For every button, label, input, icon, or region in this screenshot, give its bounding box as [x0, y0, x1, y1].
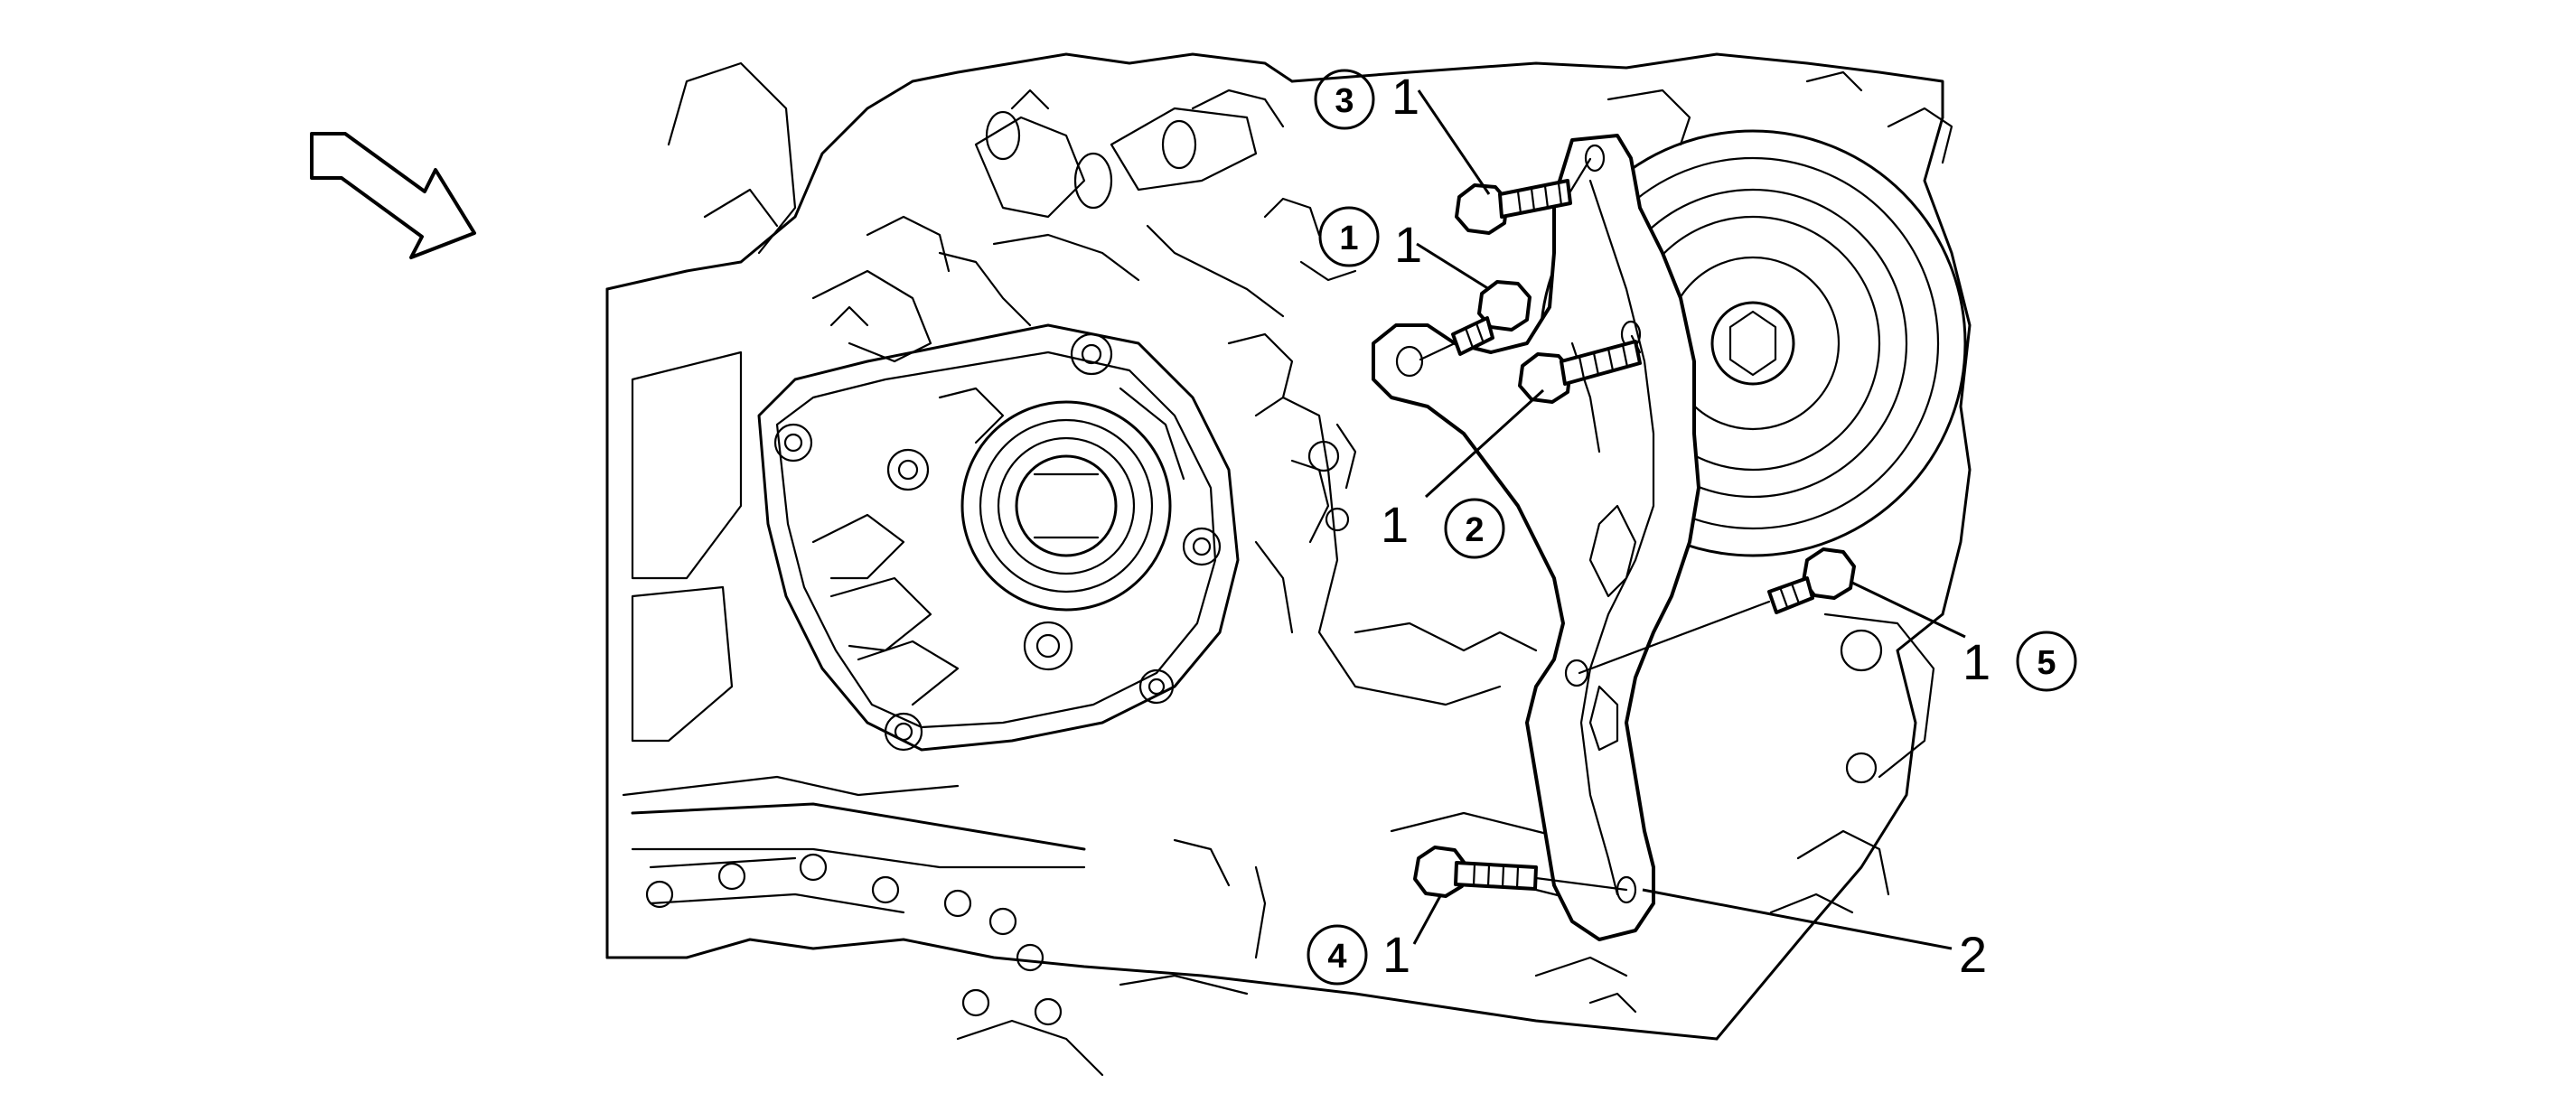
- callout-seq-4-text: 4: [1327, 938, 1346, 976]
- callout-seq-5: 5: [2016, 631, 2077, 692]
- bolt-3: [1455, 179, 1572, 235]
- alignment-lines: [1419, 157, 1771, 892]
- callout-seq-5-text: 5: [2037, 644, 2056, 682]
- engine-illustration: [605, 52, 1972, 1077]
- callout-part-2: 2: [1959, 926, 1987, 983]
- callout-seq-3: 3: [1314, 69, 1375, 130]
- bolt-2: [1518, 340, 1642, 404]
- callout-part-1-a: 1: [1391, 68, 1419, 125]
- mounting-bracket: [1372, 134, 1700, 941]
- callout-part-1-d: 1: [1962, 633, 1991, 690]
- bolt-4: [1413, 846, 1538, 898]
- callout-seq-2: 2: [1444, 498, 1505, 559]
- callout-part-1-b: 1: [1394, 216, 1422, 273]
- bolt-1: [1451, 280, 1532, 356]
- callout-seq-3-text: 3: [1335, 82, 1354, 120]
- callout-seq-1-text: 1: [1339, 220, 1358, 257]
- bolt-5: [1767, 547, 1856, 614]
- callout-seq-2-text: 2: [1465, 511, 1484, 549]
- direction-arrow-icon: [310, 132, 476, 259]
- callout-part-1-e: 1: [1382, 926, 1410, 983]
- callout-part-1-c: 1: [1381, 496, 1409, 553]
- leader-lines: [1412, 89, 1966, 950]
- callout-seq-1: 1: [1318, 206, 1380, 267]
- callout-seq-4: 4: [1307, 924, 1368, 986]
